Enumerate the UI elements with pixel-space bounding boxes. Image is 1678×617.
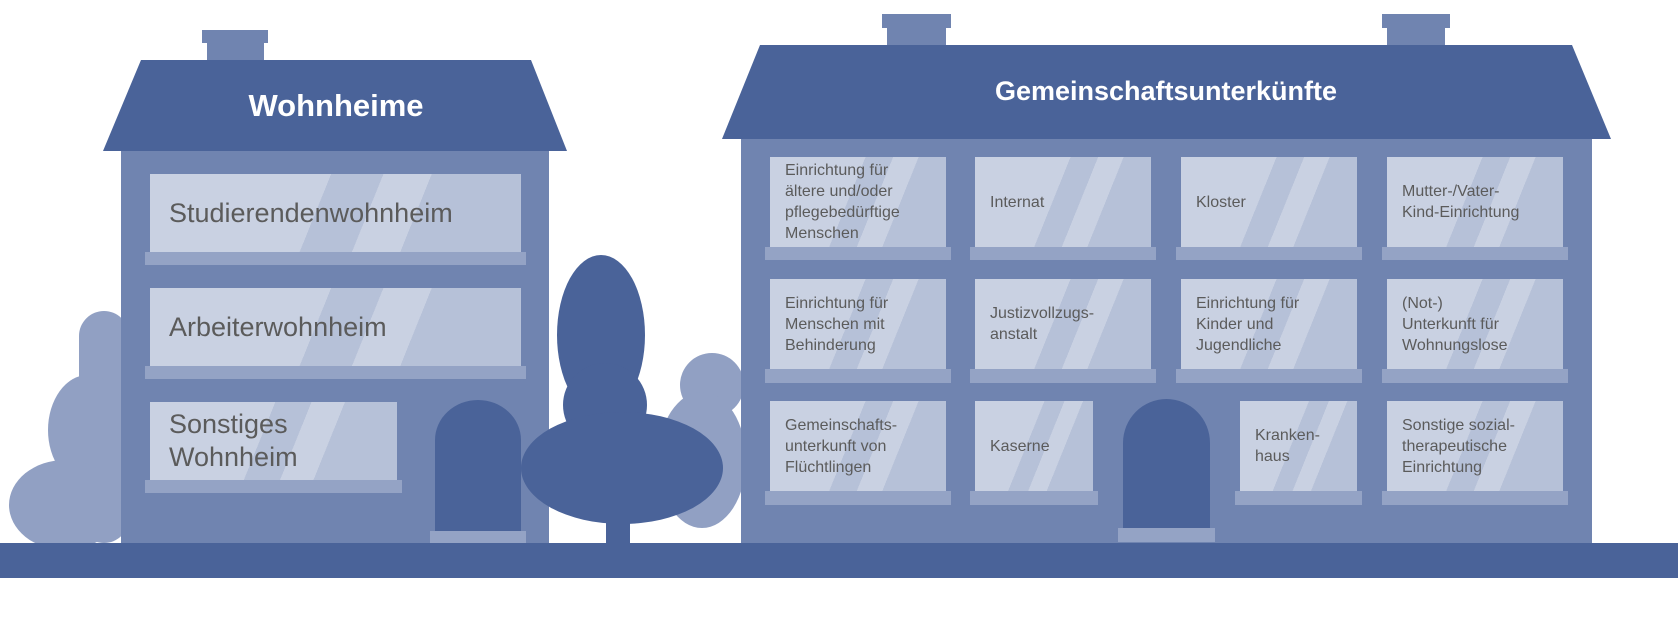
window-fluechtlinge: Gemeinschafts- unterkunft von Flüchtling… [770, 401, 946, 491]
roof [722, 45, 1611, 139]
window-mutter-vater-kind: Mutter-/Vater- Kind-Einrichtung [1387, 157, 1563, 247]
ground [0, 543, 1678, 578]
bush-left [9, 311, 129, 550]
window-sill [145, 366, 526, 379]
window-sill [145, 252, 526, 265]
door [1123, 399, 1210, 528]
tree [521, 255, 723, 543]
window-kaserne: Kaserne [975, 401, 1093, 491]
window-kinder-jugendliche: Einrichtung für Kinder und Jugendliche [1181, 279, 1357, 369]
window-einrichtung-aeltere: Einrichtung für ältere und/oder pflegebe… [770, 157, 946, 247]
roof [103, 60, 567, 151]
window-studierendenwohnheim: Studierendenwohnheim [150, 174, 521, 252]
door-step [430, 531, 526, 543]
window-behinderung: Einrichtung für Menschen mit Behinderung [770, 279, 946, 369]
chimney-cap [202, 30, 268, 43]
window-sill [145, 480, 402, 493]
title-wohnheime: Wohnheime [248, 88, 424, 123]
window-sozialtherapeutisch: Sonstige sozial- therapeutische Einricht… [1387, 401, 1563, 491]
window-kloster: Kloster [1181, 157, 1357, 247]
window-justizvollzugsanstalt: Justizvollzugs- anstalt [975, 279, 1151, 369]
title-gemeinschaftsunterkuenfte: Gemeinschaftsunterkünfte [994, 76, 1338, 106]
window-krankenhaus: Kranken- haus [1240, 401, 1357, 491]
window-internat: Internat [975, 157, 1151, 247]
window-wohnungslose: (Not-) Unterkunft für Wohnungslose [1387, 279, 1563, 369]
chimney-cap [1382, 14, 1450, 28]
door [435, 400, 521, 531]
window-arbeiterwohnheim: Arbeiterwohnheim [150, 288, 521, 366]
chimney-cap [882, 14, 951, 28]
window-sonstiges-wohnheim: Sonstiges Wohnheim [150, 402, 397, 480]
